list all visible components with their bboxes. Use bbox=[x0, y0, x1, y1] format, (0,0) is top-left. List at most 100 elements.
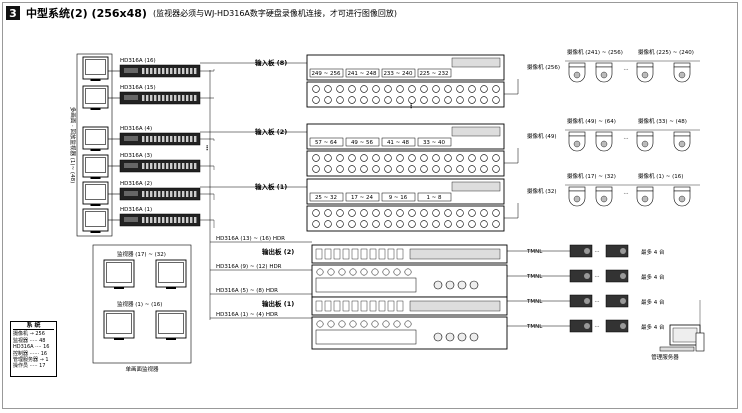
bnc-connector bbox=[338, 320, 346, 328]
output-connector-block bbox=[409, 248, 501, 260]
controller-joystick bbox=[584, 323, 590, 329]
bnc-connector bbox=[444, 85, 452, 93]
round-connector bbox=[445, 280, 455, 290]
round-connector bbox=[457, 280, 467, 290]
output-terminal bbox=[315, 300, 323, 312]
recorder-button bbox=[154, 217, 157, 223]
recorder-button bbox=[154, 191, 157, 197]
recorder-button bbox=[194, 191, 197, 197]
controller-count-label: 最多 4 台 bbox=[641, 273, 665, 281]
bnc-connector bbox=[408, 154, 416, 162]
bnc-connector bbox=[396, 220, 404, 228]
bnc-connector bbox=[396, 96, 404, 104]
tmnl-label: TMNL bbox=[526, 299, 543, 305]
recorder-label: HD316A (16) bbox=[120, 58, 156, 64]
db-connector bbox=[315, 277, 417, 293]
recorder-button bbox=[146, 191, 149, 197]
controller-ellipsis: ··· bbox=[594, 299, 599, 305]
recorder-display bbox=[124, 68, 138, 73]
recorder-unit bbox=[119, 132, 201, 146]
recorder-label: HD316A (15) bbox=[120, 85, 156, 91]
recorder-button bbox=[182, 217, 185, 223]
bnc-connector bbox=[360, 268, 368, 276]
camera-single-label: 摄像机 (256) bbox=[527, 63, 560, 71]
bnc-connector bbox=[384, 165, 392, 173]
controller-icon bbox=[569, 294, 593, 308]
monitor bbox=[103, 310, 135, 340]
recorder-unit bbox=[119, 187, 201, 201]
tmnl-label: TMNL bbox=[526, 274, 543, 280]
dome-camera-icon bbox=[636, 131, 654, 152]
bnc-connector bbox=[408, 220, 416, 228]
controller-count-label: 最多 4 台 bbox=[641, 323, 665, 331]
recorder-button bbox=[174, 191, 177, 197]
recorder-button bbox=[182, 136, 185, 142]
bnc-connector bbox=[384, 96, 392, 104]
legend-row: HD316A ···· 16 bbox=[13, 344, 50, 351]
recorder-button bbox=[142, 95, 145, 101]
recorder-button bbox=[146, 95, 149, 101]
bnc-connector bbox=[444, 209, 452, 217]
legend-row: 监视器 ····· 48 bbox=[13, 337, 46, 344]
camera-range-label: 摄像机 (225) ~ (240) bbox=[638, 48, 694, 56]
bnc-connector bbox=[404, 320, 412, 328]
recorder-button bbox=[150, 95, 153, 101]
dome-camera-icon bbox=[636, 186, 654, 207]
bnc-connector bbox=[432, 85, 440, 93]
output-terminal bbox=[342, 300, 350, 312]
monitor-stand bbox=[90, 231, 101, 233]
spot-group-label: 监视器 (1) ~ (16) bbox=[117, 300, 162, 308]
recorder-button bbox=[174, 68, 177, 74]
recorder-label: HD316A (4) bbox=[120, 126, 152, 132]
port-range-label: 33 ~ 40 bbox=[423, 140, 446, 146]
bnc-connector bbox=[456, 96, 464, 104]
camera-lens bbox=[600, 140, 608, 148]
db-connector bbox=[345, 137, 380, 147]
recorder-button bbox=[174, 163, 177, 169]
bnc-connector bbox=[456, 154, 464, 162]
recorder-button bbox=[146, 68, 149, 74]
recorder-button bbox=[190, 136, 193, 142]
bnc-connector bbox=[456, 220, 464, 228]
bnc-connector bbox=[468, 96, 476, 104]
monitor-stand bbox=[90, 149, 101, 151]
output-terminal bbox=[369, 300, 377, 312]
recorder-display bbox=[124, 95, 138, 100]
recorder-button bbox=[150, 217, 153, 223]
legend-title: 系 统 bbox=[13, 322, 54, 331]
port-range-label: 17 ~ 24 bbox=[351, 195, 374, 201]
db-connector bbox=[315, 329, 417, 345]
db-connector bbox=[417, 137, 452, 147]
bnc-connector bbox=[420, 165, 428, 173]
bnc-connector bbox=[360, 209, 368, 217]
input-board-label: 输入板 (1) bbox=[255, 182, 287, 191]
bnc-connector bbox=[324, 209, 332, 217]
recorder-display bbox=[124, 191, 138, 196]
bnc-connector bbox=[492, 154, 500, 162]
bnc-connector bbox=[348, 85, 356, 93]
bnc-connector bbox=[468, 154, 476, 162]
recorder-button bbox=[158, 163, 161, 169]
camera-lens bbox=[641, 71, 649, 79]
recorder-button bbox=[162, 136, 165, 142]
camera-range-label: 摄像机 (49) ~ (64) bbox=[567, 117, 616, 125]
output-terminal bbox=[378, 248, 386, 260]
monitor-screen bbox=[106, 262, 132, 283]
spot-group-label: 监视器 (17) ~ (32) bbox=[117, 250, 166, 258]
controller-ellipsis: ··· bbox=[594, 324, 599, 330]
db-connector bbox=[309, 137, 344, 147]
recorder-button bbox=[162, 191, 165, 197]
section-number: 3 bbox=[6, 6, 20, 20]
camera-mount bbox=[636, 131, 654, 137]
monitor bbox=[82, 126, 109, 151]
bnc-connector bbox=[348, 165, 356, 173]
recorder-button bbox=[142, 217, 145, 223]
bnc-connector bbox=[468, 209, 476, 217]
monitor-group-label: 多画面 · 回放监视器 (1)~ (48) bbox=[69, 107, 77, 183]
recorder-button bbox=[186, 191, 189, 197]
tmnl-label: TMNL bbox=[526, 249, 543, 255]
output-connector-block bbox=[409, 300, 501, 312]
bnc-connector bbox=[408, 165, 416, 173]
legend-row: 操作员 ····· 17 bbox=[13, 363, 46, 370]
recorder-button bbox=[146, 136, 149, 142]
